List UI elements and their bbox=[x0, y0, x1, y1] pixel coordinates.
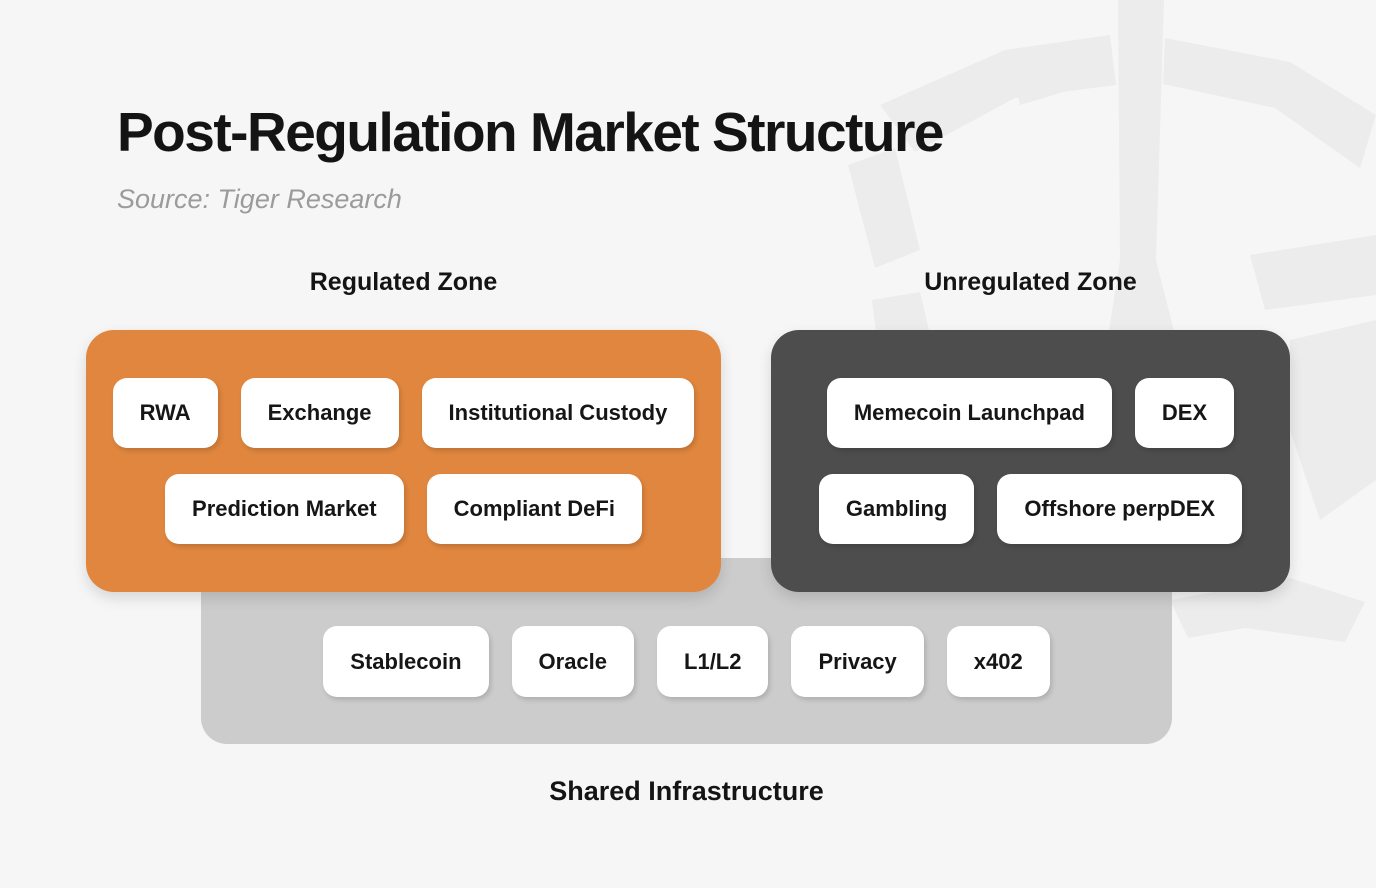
chip-l1-l2: L1/L2 bbox=[657, 626, 769, 697]
chip-gambling: Gambling bbox=[818, 474, 975, 544]
regulated-row-1: RWA Exchange Institutional Custody bbox=[86, 378, 721, 448]
chip-prediction-market: Prediction Market bbox=[165, 474, 404, 544]
source-caption: Source: Tiger Research bbox=[117, 184, 402, 214]
unregulated-zone-label: Unregulated Zone bbox=[924, 268, 1137, 296]
chip-compliant-defi: Compliant DeFi bbox=[426, 474, 642, 544]
chip-dex: DEX bbox=[1134, 378, 1235, 448]
chip-exchange: Exchange bbox=[240, 378, 399, 448]
unregulated-row-2: Gambling Offshore perpDEX bbox=[771, 474, 1290, 544]
chip-rwa: RWA bbox=[112, 378, 218, 448]
unregulated-zone-box: Memecoin Launchpad DEX Gambling Offshore… bbox=[771, 330, 1290, 592]
chip-oracle: Oracle bbox=[511, 626, 635, 697]
chip-offshore-perpdex: Offshore perpDEX bbox=[997, 474, 1243, 544]
chip-memecoin-launchpad: Memecoin Launchpad bbox=[826, 378, 1112, 448]
regulated-row-2: Prediction Market Compliant DeFi bbox=[86, 474, 721, 544]
page-title: Post-Regulation Market Structure bbox=[117, 101, 945, 163]
unregulated-row-1: Memecoin Launchpad DEX bbox=[771, 378, 1290, 448]
chip-institutional-custody: Institutional Custody bbox=[421, 378, 695, 448]
chip-stablecoin: Stablecoin bbox=[323, 626, 489, 697]
chip-x402: x402 bbox=[946, 626, 1050, 697]
regulated-zone-box: RWA Exchange Institutional Custody Predi… bbox=[86, 330, 721, 592]
regulated-zone-label: Regulated Zone bbox=[309, 268, 498, 296]
chip-privacy: Privacy bbox=[791, 626, 924, 697]
shared-infrastructure-label: Shared Infrastructure bbox=[549, 776, 824, 806]
